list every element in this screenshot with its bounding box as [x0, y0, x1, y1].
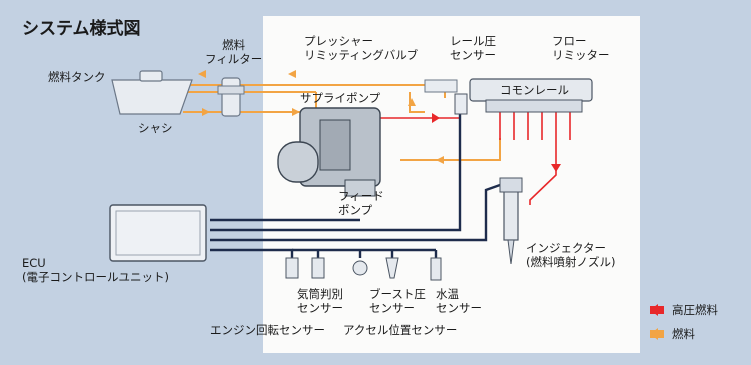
- wire-injector: [210, 183, 501, 242]
- sensor-engine-rpm: [285, 257, 299, 279]
- label-cylinder-sensor: 気筒判別 センサー: [297, 287, 343, 315]
- label-pressure-limiting-valve: プレッシャー リミッティングバルブ: [304, 34, 419, 62]
- label-flow-limiter: フロー リミッター: [552, 34, 610, 62]
- label-supply-pump: サプライポンプ: [300, 91, 381, 105]
- label-engine-rpm-sensor: エンジン回転センサー: [210, 323, 325, 337]
- sensor-water-temp: [430, 257, 442, 281]
- flow-arrows: [198, 70, 561, 172]
- sensors: [285, 257, 442, 281]
- ecu-wires: [210, 112, 501, 258]
- wire-sensors: [210, 248, 294, 258]
- label-accel-position-sensor: アクセル位置センサー: [343, 323, 458, 337]
- supply-pump: [277, 107, 381, 197]
- sensor-accel: [352, 260, 368, 276]
- label-water-temp-sensor: 水温 センサー: [436, 287, 482, 315]
- diagram-title: システム様式図: [22, 19, 141, 39]
- legend-arrow-fuel: [650, 328, 658, 340]
- label-injector: インジェクター (燃料噴射ノズル): [526, 241, 616, 269]
- wire-rail-sensor: [210, 112, 462, 232]
- legend-arrow-high: [650, 304, 658, 316]
- label-fuel-filter: 燃料 フィルター: [205, 38, 263, 66]
- injector: [499, 177, 523, 265]
- fuel-line-injector-return: [400, 138, 501, 161]
- fuel-filter: [217, 77, 245, 117]
- label-chassis: シャシ: [138, 121, 173, 135]
- common-rail: [469, 78, 593, 113]
- label-common-rail: コモンレール: [500, 83, 569, 97]
- fuel-tank: [111, 70, 193, 115]
- high-pressure-lines: [375, 112, 571, 205]
- pressure-limiting-valve: [424, 79, 458, 93]
- sensor-cylinder: [311, 257, 325, 279]
- hp-line-to-injector: [529, 140, 557, 205]
- label-ecu: ECU (電子コントロールユニット): [22, 256, 169, 284]
- fuel-line-valve: [409, 92, 425, 113]
- label-boost-sensor: ブースト圧 センサー: [369, 287, 426, 315]
- label-feed-pump: フィード ポンプ: [338, 189, 384, 217]
- legend-high-pressure-label: 高圧燃料: [672, 303, 718, 317]
- ecu-box: [109, 204, 207, 262]
- sensor-boost: [385, 257, 399, 279]
- legend-fuel-label: 燃料: [672, 327, 695, 341]
- rail-pressure-sensor: [454, 93, 468, 115]
- label-rail-pressure-sensor: レール圧 センサー: [450, 34, 496, 62]
- legend: [650, 304, 664, 340]
- label-fuel-tank: 燃料タンク: [48, 70, 106, 84]
